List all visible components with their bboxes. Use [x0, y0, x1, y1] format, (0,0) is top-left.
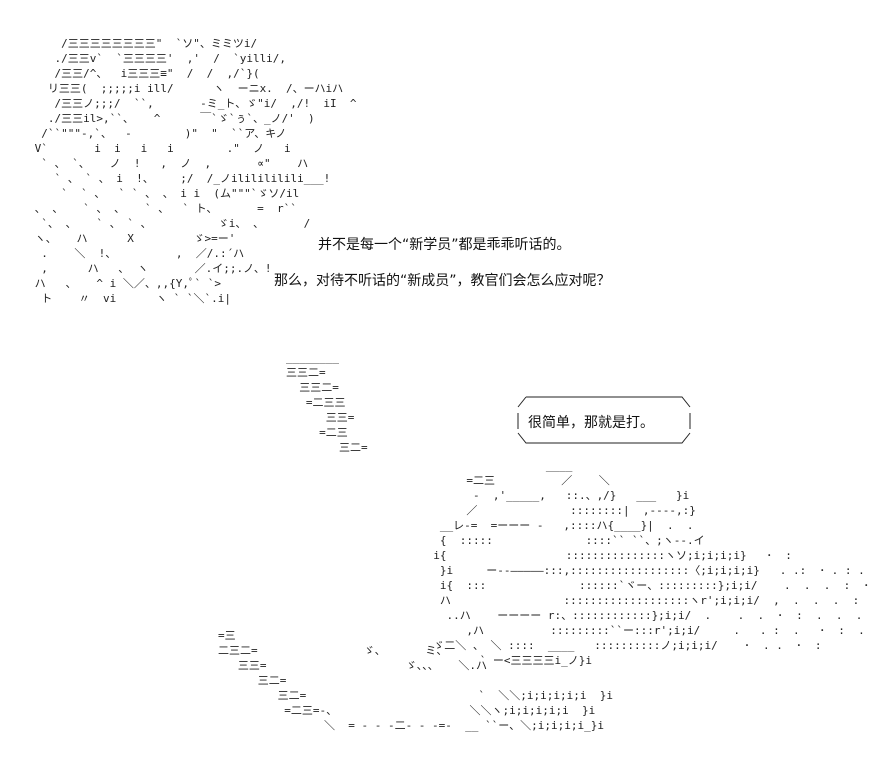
ascii-art-line: 三二= — [218, 674, 287, 687]
ascii-art-line: - ,'_____, ::.、,/} ___ }i — [420, 489, 690, 502]
speech-bubble-outline — [517, 396, 691, 444]
ascii-art-character-right: ____ =二三 ／ ＼ - ,'_____, ::.、,/} ___ }i ／… — [420, 458, 869, 668]
ascii-art-line: 三二= ` ＼＼;i;i;i;i;i }i — [218, 689, 613, 702]
ascii-art-stairs-upper: ________ 三三二= 三三二= =二三三 三三= =二三 三二= — [286, 350, 368, 455]
ascii-art-line: `、 、 ` 、 ` 、 ゞi、 、 / — [28, 217, 311, 230]
ascii-art-line: =二三=-、 ＼＼ヽ;i;i;i;i;i }i — [218, 704, 596, 717]
ascii-art-upper-left: /三三三三三三三三" `ソ"、ミミツi/ ./三三v` `三三三三' ,' / … — [28, 36, 357, 306]
ascii-art-line: =二三 — [286, 426, 348, 439]
ascii-art-line: ゞ二＼ 、 ＼ :::: ____ ::::::::::ノ;i;i;i/ ･ .… — [420, 639, 822, 652]
ascii-art-line: ハ 、 ^ i ＼／、,,{Y,ﾟ` `> — [28, 277, 221, 290]
ascii-art-line: { ::::: ::::`` ``、;ヽ--.イ — [420, 534, 705, 547]
speech-bubble-text: 很简单，那就是打。 — [528, 415, 654, 431]
ascii-art-line: 三三= — [286, 411, 355, 424]
ascii-art-line: __レ-= =ーーー - ,::::ハ{____}| . . — [420, 519, 694, 532]
ascii-art-line: /三三三三三三三三" `ソ"、ミミツi/ — [28, 37, 258, 50]
ascii-art-line: ____ — [420, 459, 573, 472]
speech-bubble: 很简单，那就是打。 — [516, 395, 692, 445]
ascii-art-line: ________ — [286, 351, 339, 364]
caption-line-2: 那么，对待不听话的“新成员”，教官们会怎么应对呢？ — [274, 273, 611, 289]
ascii-art-line: 二三二= ゞ、 ミ、 — [218, 644, 448, 657]
caption-line-1: 并不是每一个“新学员”都是乖乖听话的。 — [318, 237, 571, 253]
ascii-art-line: ハ :::::::::::::::::::ヽr';i;i;i/ , . . . … — [420, 594, 860, 607]
ascii-art-line: 三二= — [286, 441, 368, 454]
ascii-art-line: }i ー--―――――:::,::::::::::::::::::〈;i;i;i… — [420, 564, 865, 577]
ascii-art-line: 、 、 ` 、 、 ` 、 ` ト、 = r`` — [28, 202, 297, 215]
ascii-art-line: ./三三v` `三三三三' ,' / `yilli/, — [28, 52, 287, 65]
ascii-art-stairs-lower: =三二三二= ゞ、 ミ、 三三= ゞ、、、 ＼.ハ 三二= 三二= ` ＼＼;i… — [218, 628, 613, 733]
ascii-art-line: 三三= ゞ、、、 ＼.ハ — [218, 659, 488, 672]
ascii-art-line: i{ ::: ::::::`ヾー、:::::::::};i;i/ . . . :… — [420, 579, 869, 592]
ascii-art-line: /三三ノ;;;/ ``, ‐ミ_ト、ゞ"i/ ,/! iI ^ — [28, 97, 357, 110]
ascii-art-line: 三三二= — [286, 366, 326, 379]
ascii-art-line: i{ :::::::::::::::ヽソ;i;i;i;i} ･ : — [420, 549, 792, 562]
ascii-art-line: , ハ ､ ヽ ／.イ;;.ノ、! — [28, 262, 272, 275]
ascii-art-line: ` ` 、 ` ` 、 、 i i (ム"""`ゞソ/il — [28, 187, 300, 200]
ascii-art-line: 三三二= — [286, 381, 339, 394]
ascii-art-line: ／ ::::::::| ,--‐-,:} — [420, 504, 696, 517]
ascii-art-line: ..ハ ーーーー r:、::::::::::::};i;i/ . . . ･ :… — [420, 609, 863, 622]
ascii-art-line: ,ハ :::::::::``ー:::r';i;i/ . . : . ･ : . — [420, 624, 865, 637]
ascii-art-line: ＼ = - - -二- - -=- __ ``ー、＼;i;i;i;i_}i — [218, 719, 605, 732]
ascii-art-line: ` 、 `、 ノ ! , ノ , ∝" ハ — [28, 157, 309, 170]
ascii-art-line: ヽ、 ハ X ゞ>=ー' — [28, 232, 236, 245]
ascii-art-line: ` 、 ` 、 i !、 ;/ /_ノililililili___! — [28, 172, 331, 185]
ascii-art-line: /``"""-,`、 ‐ )" " ``ア、キノ — [28, 127, 287, 140]
ascii-art-line: V` i i i i ." ノ i — [28, 142, 291, 155]
ascii-art-line: =三 — [218, 629, 236, 642]
ascii-art-line: ` ー<三三三三i_ノ}i — [420, 654, 592, 667]
ascii-art-line: ト 〃 vi ヽ ` `＼`.i| — [28, 292, 231, 305]
ascii-art-line: ./三三il>,``、 ^ ￣`ゞ`ぅ`、_ノ/' ) — [28, 112, 315, 125]
ascii-art-line: =二三三 — [286, 396, 346, 409]
ascii-art-line: リ三三( ;;;;;i ill/ ヽ ーニx. /、ーハiハ — [28, 82, 344, 95]
ascii-art-line: /三三/^、 i三三三≡" / / ,/`}( — [28, 67, 260, 80]
ascii-art-line: . ＼ !、 , ／/.:´ハ — [28, 247, 245, 260]
ascii-art-line: =二三 ／ ＼ — [420, 474, 610, 487]
